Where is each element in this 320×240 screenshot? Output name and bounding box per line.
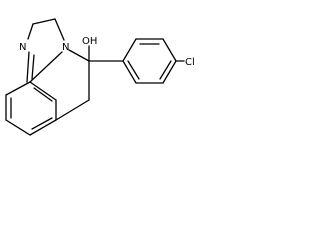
bond-n-quaternary-carbon	[68, 49, 90, 62]
bond-c-n-imine-double	[26, 51, 30, 83]
bond-ch2-n-amine	[54, 18, 65, 41]
bond-aryl-double-3	[127, 60, 140, 80]
bond-ch2-ch2	[32, 18, 56, 25]
nitrogen-amine-label: N	[62, 42, 69, 53]
bond-c-n-amine	[29, 51, 63, 83]
chlorine-label: Cl	[185, 57, 195, 68]
nitrogen-imine-label: N	[19, 42, 26, 53]
bond-benzo-6	[5, 81, 31, 96]
bonds	[5, 18, 185, 136]
bond-benzo-double-1	[33, 87, 53, 102]
atom-labels: N N OH Cl	[19, 36, 195, 68]
bond-c-n-imine-double-inner	[31, 54, 35, 80]
bond-benzo-3	[29, 119, 57, 136]
bond-aryl-6	[122, 60, 137, 84]
bond-ch2-n-imine	[27, 23, 34, 40]
bond-ch2-benzo	[55, 99, 90, 121]
chemical-structure-diagram: N N OH Cl	[5, 18, 195, 136]
bond-aryl-3	[162, 38, 177, 62]
bond-aryl-double-2	[159, 60, 172, 80]
bond-benzo-double-2	[31, 117, 53, 130]
hydroxyl-label: OH	[82, 36, 97, 47]
bond-benzo-1	[29, 81, 57, 101]
bond-aryl-1	[122, 38, 137, 62]
bond-aryl-4	[162, 60, 177, 84]
bond-benzo-4	[5, 119, 31, 136]
